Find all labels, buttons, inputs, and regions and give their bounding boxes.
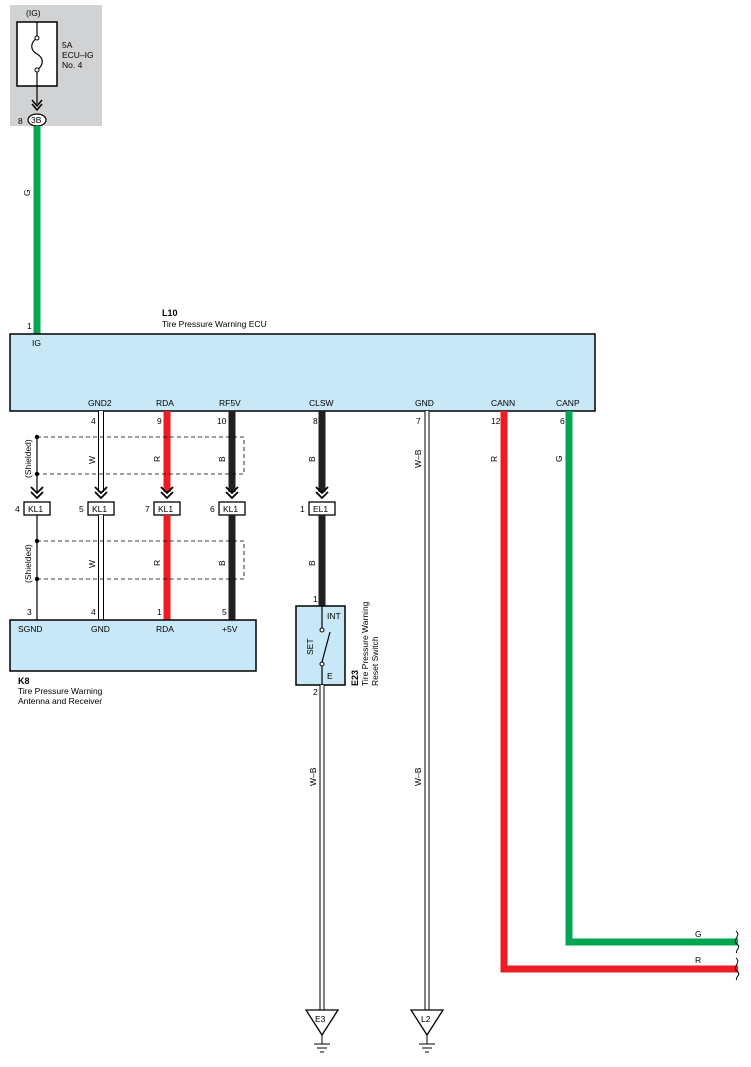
chevron-down-icon <box>225 486 239 500</box>
chevron-down-icon <box>315 486 329 500</box>
ground-icon <box>304 1009 340 1037</box>
chevron-down-icon <box>160 486 174 500</box>
ecu-term-canp: CANP <box>556 398 580 408</box>
fuse-rating: 5A <box>62 40 73 50</box>
antenna-term-rda: RDA <box>156 624 174 634</box>
kl1-label: KL1 <box>158 504 173 514</box>
kl1-pin: 6 <box>210 504 215 514</box>
wire-color-wb-label: W–B <box>308 767 318 786</box>
ecu-pin-clsw: 8 <box>313 416 318 426</box>
fuse-terminal-top <box>34 35 40 41</box>
ecu-term-gnd2: GND2 <box>88 398 112 408</box>
switch-name-line2: Reset Switch <box>370 636 380 686</box>
ground-icon <box>409 1009 445 1037</box>
antenna-name-line1: Tire Pressure Warning <box>18 686 103 696</box>
wire-color-wb-label: W–B <box>413 449 423 468</box>
kl1-pin: 7 <box>145 504 150 514</box>
chevron-down-icon <box>94 486 108 500</box>
shield-junction <box>34 538 40 544</box>
ecu-pin-gnd2: 4 <box>91 416 96 426</box>
wire-color-r-label: R <box>695 955 701 965</box>
switch-id: E23 <box>350 670 360 686</box>
wire-color-w-label: W <box>87 456 97 464</box>
ecu-box <box>9 333 596 412</box>
fuse-icon <box>31 22 43 86</box>
el1-pin: 1 <box>300 504 305 514</box>
kl1-label: KL1 <box>28 504 43 514</box>
ecu-id: L10 <box>162 308 178 318</box>
wire-color-g-label: G <box>554 455 564 462</box>
wire-color-b-label: B <box>217 456 227 462</box>
shield-lower <box>36 540 245 580</box>
shield-label-upper: (Shielded) <box>23 439 33 478</box>
switch-e-label: E <box>327 671 333 681</box>
antenna-pin-gnd: 4 <box>91 607 96 617</box>
wire-color-b-label: B <box>217 560 227 566</box>
chevron-down-icon <box>30 486 44 500</box>
antenna-term-5v: +5V <box>222 624 238 634</box>
ecu-term-gnd: GND <box>415 398 434 408</box>
switch-pin-top: 1 <box>313 594 318 604</box>
switch-name-line1: Tire Pressure Warning <box>360 601 370 686</box>
antenna-pin-sgnd: 3 <box>27 607 32 617</box>
wire-color-wb-label: W–B <box>413 767 423 786</box>
antenna-term-sgnd: SGND <box>18 624 43 634</box>
power-source-label: (IG) <box>26 8 41 18</box>
fuse-terminal-bottom <box>34 67 40 73</box>
ecu-pin-cann: 12 <box>491 416 501 426</box>
el1-label: EL1 <box>313 504 328 514</box>
wire-color-r-label: R <box>152 456 162 462</box>
kl1-pin: 4 <box>15 504 20 514</box>
shield-junction <box>34 576 40 582</box>
switch-contact-icon <box>319 661 325 667</box>
switch-pin-bottom: 2 <box>313 687 318 697</box>
ecu-name: Tire Pressure Warning ECU <box>162 319 267 329</box>
wire-color-r-label: R <box>152 560 162 566</box>
switch-int-label: INT <box>327 611 341 621</box>
ground-l2-label: L2 <box>421 1014 431 1024</box>
antenna-id: K8 <box>18 676 30 686</box>
wire-break-icon <box>734 957 740 981</box>
wire-break-icon <box>734 930 740 954</box>
arrow-down-icon <box>31 99 43 108</box>
ecu-pin-canp: 6 <box>560 416 565 426</box>
wire-color-b-label: B <box>307 456 317 462</box>
wire-color-w-label: W <box>87 560 97 568</box>
kl1-pin: 5 <box>79 504 84 514</box>
antenna-term-gnd: GND <box>91 624 110 634</box>
wire-cann-red <box>500 411 738 973</box>
switch-set-label: SET <box>305 638 315 655</box>
antenna-name-line2: Antenna and Receiver <box>18 696 102 706</box>
power-conn-pin: 8 <box>18 116 23 126</box>
kl1-label: KL1 <box>92 504 107 514</box>
fuse-name-line1: ECU–IG <box>62 50 94 60</box>
wire-canp-green <box>565 411 738 946</box>
antenna-pin-rda: 1 <box>157 607 162 617</box>
ecu-term-rf5v: RF5V <box>219 398 241 408</box>
wire-color-g-label: G <box>695 929 702 939</box>
switch-blade-icon <box>321 631 331 663</box>
antenna-pin-5v: 5 <box>222 607 227 617</box>
ground-e3-label: E3 <box>315 1014 326 1024</box>
fuse-name-line2: No. 4 <box>62 60 83 70</box>
wire-color-g-label: G <box>22 189 32 196</box>
switch-contact-icon <box>319 627 325 633</box>
power-conn-id: 3B <box>31 115 42 125</box>
ecu-term-clsw: CLSW <box>309 398 334 408</box>
ecu-pin-gnd: 7 <box>416 416 421 426</box>
ecu-term-rda: RDA <box>156 398 174 408</box>
kl1-label: KL1 <box>223 504 238 514</box>
ecu-ig-pin: 1 <box>27 321 32 331</box>
antenna-box <box>9 619 257 672</box>
ecu-pin-rda: 9 <box>157 416 162 426</box>
ecu-ig-label: IG <box>32 338 41 348</box>
shield-label-lower: (Shielded) <box>23 544 33 583</box>
ecu-pin-rf5v: 10 <box>217 416 227 426</box>
ecu-term-cann: CANN <box>491 398 515 408</box>
wire-color-b-label: B <box>307 560 317 566</box>
wire-color-r-label: R <box>489 456 499 462</box>
arrow-down-icon <box>31 103 43 112</box>
shield-upper <box>36 436 245 475</box>
